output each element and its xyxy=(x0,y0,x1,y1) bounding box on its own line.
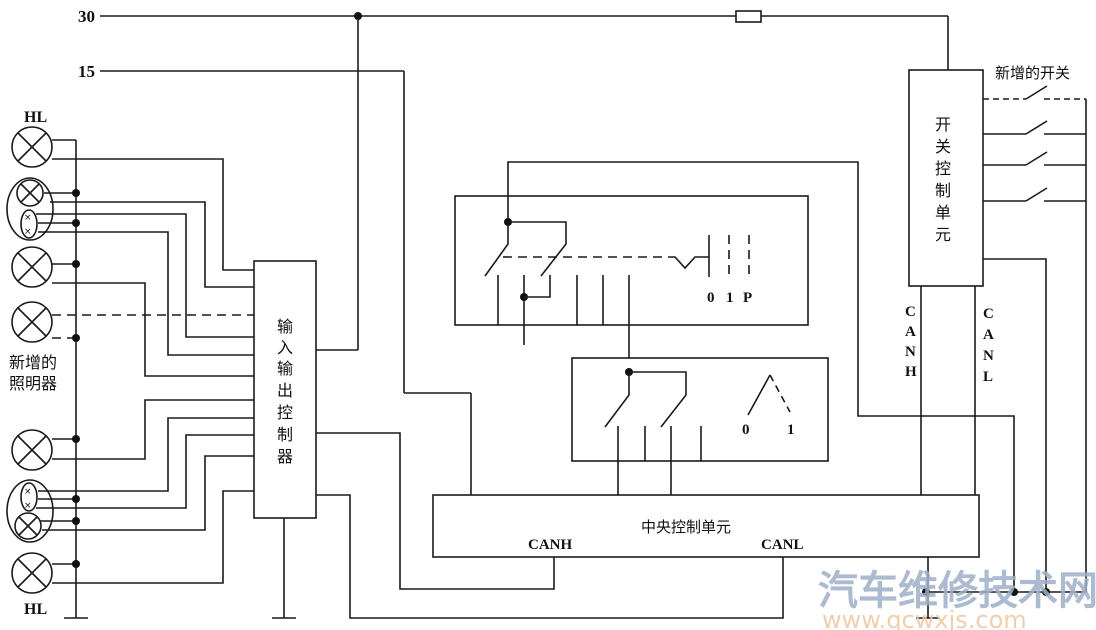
ign-pos-p: P xyxy=(743,290,752,306)
svg-text:C: C xyxy=(905,304,916,320)
svg-text:器: 器 xyxy=(277,447,293,466)
svg-text:关: 关 xyxy=(935,137,951,156)
svg-text:×: × xyxy=(24,501,32,511)
rail-15-wire xyxy=(100,70,472,495)
lamp-combo-top-icon: × × xyxy=(6,177,54,241)
svg-text:L: L xyxy=(983,369,993,385)
lamp-combo-bottom-icon: × × xyxy=(6,479,54,543)
switch-control-unit xyxy=(908,69,1047,595)
svg-text:制: 制 xyxy=(935,181,951,200)
new-switch-label: 新增的开关 xyxy=(995,64,1070,82)
ignition-switch xyxy=(454,161,1015,595)
svg-text:开: 开 xyxy=(935,115,951,134)
svg-text:输: 输 xyxy=(277,359,293,378)
svg-text:入: 入 xyxy=(277,338,293,357)
svg-text:H: H xyxy=(905,364,917,380)
lamp-3-icon xyxy=(11,246,53,288)
central-control-unit xyxy=(432,494,980,619)
svg-text:×: × xyxy=(24,487,32,497)
fuse-icon xyxy=(735,10,762,23)
svg-text:控: 控 xyxy=(935,159,951,178)
svg-text:×: × xyxy=(24,213,32,223)
rail-15-label: 15 xyxy=(78,62,95,81)
svg-text:×: × xyxy=(24,227,32,237)
lamp-5-icon xyxy=(11,429,53,471)
ign-pos-1: 1 xyxy=(726,290,734,306)
lamp-hl-bottom-icon xyxy=(11,552,53,594)
switch-control-unit-label: 开 关 控 制 单 元 xyxy=(935,115,951,244)
ground-bus-right xyxy=(922,588,1086,596)
svg-text:N: N xyxy=(983,348,994,364)
lamp-hl-top-label: HL xyxy=(24,109,47,126)
sec-pos-0: 0 xyxy=(742,422,750,438)
can-h-vertical-label: C A N H xyxy=(905,304,917,380)
can-l-vertical-label: C A N L xyxy=(983,306,994,385)
svg-text:制: 制 xyxy=(277,425,293,444)
svg-text:控: 控 xyxy=(277,403,293,422)
rail-30-label: 30 xyxy=(78,7,95,26)
watermark-text: 汽车维修技术网 xyxy=(818,568,1096,614)
svg-text:输: 输 xyxy=(277,317,293,336)
central-canl-label: CANL xyxy=(761,537,804,553)
io-controller-label: 输 入 输 出 控 制 器 xyxy=(277,317,293,466)
svg-text:N: N xyxy=(905,344,916,360)
central-canh-label: CANH xyxy=(528,537,572,553)
watermark-url: www.qcwxjs.com xyxy=(822,606,1027,630)
ground-bus-left xyxy=(64,140,88,619)
svg-text:单: 单 xyxy=(935,203,951,222)
svg-text:元: 元 xyxy=(935,225,951,244)
svg-text:出: 出 xyxy=(277,381,293,400)
svg-text:A: A xyxy=(905,324,916,340)
svg-text:A: A xyxy=(983,327,994,343)
central-unit-label: 中央控制单元 xyxy=(641,518,731,536)
right-switches xyxy=(983,85,1087,592)
io-controller-outputs xyxy=(316,432,784,619)
lamp-hl-top-icon xyxy=(11,126,53,168)
lamp-ground-taps xyxy=(38,139,80,568)
io-controller xyxy=(253,260,317,619)
lamp-feed-wires xyxy=(36,158,254,584)
new-lamp-label-1: 新增的 xyxy=(9,353,57,372)
new-lamp-label-2: 照明器 xyxy=(9,374,57,393)
ign-pos-0: 0 xyxy=(707,290,715,306)
sec-pos-1: 1 xyxy=(787,422,795,438)
lamp-hl-bottom-label: HL xyxy=(24,601,47,618)
svg-text:C: C xyxy=(983,306,994,322)
lamp-new-icon xyxy=(11,301,53,343)
secondary-switch xyxy=(571,357,829,495)
